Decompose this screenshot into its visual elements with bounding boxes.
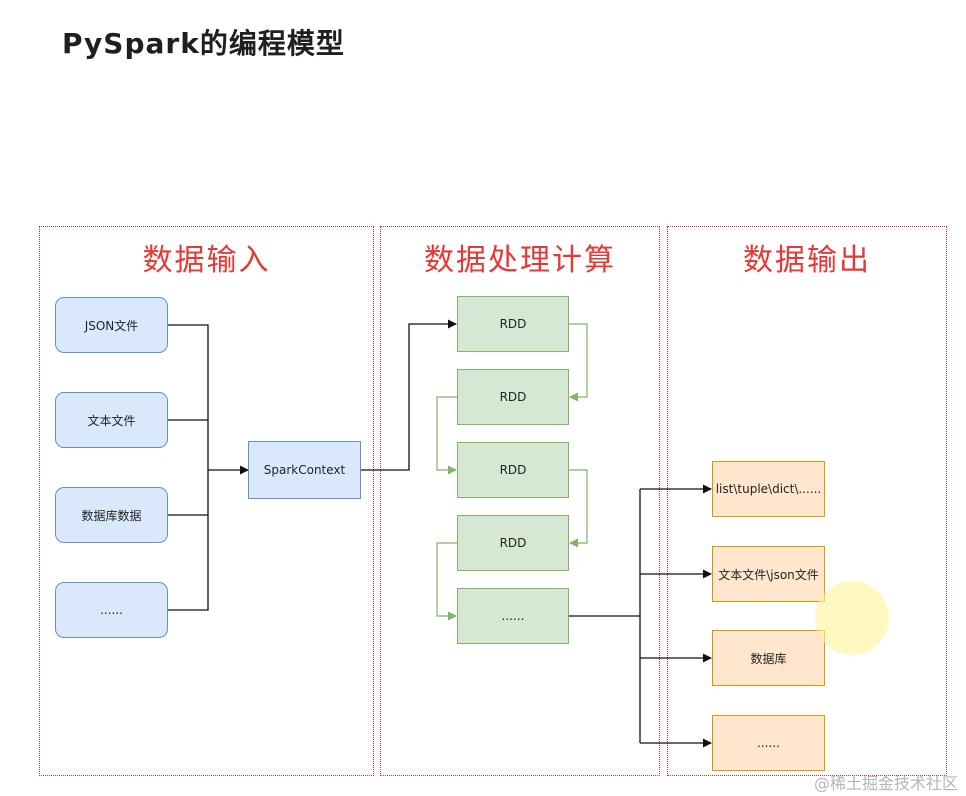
input-more: ......: [55, 582, 168, 638]
input-json: JSON文件: [55, 297, 168, 353]
input-section-title: 数据输入: [142, 243, 271, 278]
output-collection: list\tuple\dict\......: [712, 461, 825, 517]
spark-context-node: SparkContext: [248, 441, 361, 499]
rdd-link-2: [436, 396, 457, 475]
output-section-title: 数据输出: [743, 243, 871, 278]
processing-section: 数据处理计算: [380, 226, 660, 776]
rdd-link-3: [569, 469, 588, 548]
watermark: @稀土掘金技术社区: [813, 774, 958, 793]
connector-json: [168, 324, 209, 470]
rdd-node-1: RDD: [457, 296, 569, 352]
output-file: 文本文件\json文件: [712, 546, 825, 602]
input-database: 数据库数据: [55, 487, 168, 543]
connector-more: [168, 470, 209, 611]
rdd-node-4: RDD: [457, 515, 569, 571]
connector-context-to-rdd: [361, 319, 457, 471]
output-database: 数据库: [712, 630, 825, 686]
rdd-node-3: RDD: [457, 442, 569, 498]
rdd-node-more: ......: [457, 588, 569, 644]
output-more: ......: [712, 715, 825, 771]
cursor-highlight: [815, 581, 889, 655]
output-section: 数据输出: [667, 226, 947, 776]
input-section: 数据输入: [39, 226, 374, 776]
output-connectors: [569, 484, 712, 748]
input-text-file: 文本文件: [55, 392, 168, 448]
rdd-link-1: [569, 323, 588, 402]
rdd-link-4: [436, 542, 457, 621]
input-connectors: [168, 324, 249, 611]
page-title: PySpark的编程模型: [62, 27, 345, 60]
rdd-node-2: RDD: [457, 369, 569, 425]
processing-section-title: 数据处理计算: [424, 243, 616, 278]
rdd-chain-connectors: [436, 323, 588, 621]
